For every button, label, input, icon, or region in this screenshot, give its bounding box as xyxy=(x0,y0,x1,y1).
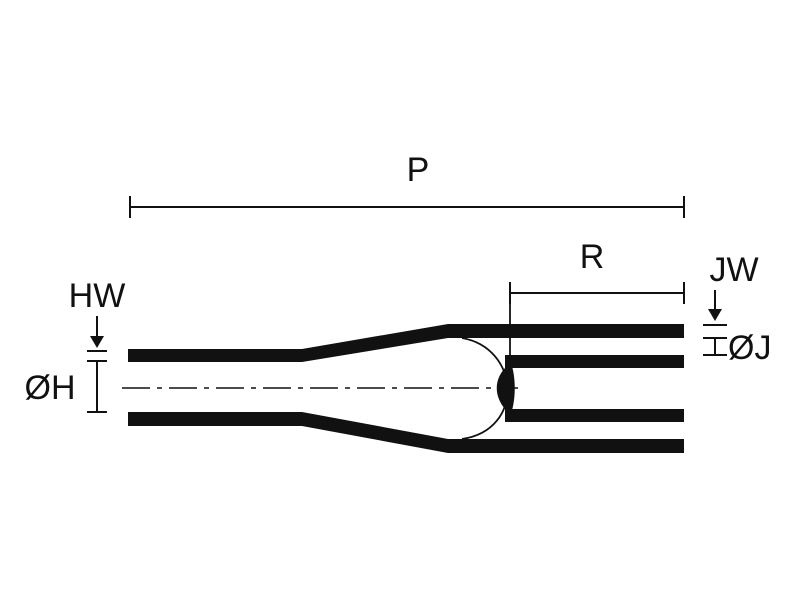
dimension-jw-label: JW xyxy=(709,251,758,289)
arrow-down-icon xyxy=(90,336,104,348)
dimension-hw-label: HW xyxy=(69,277,126,315)
dimension-r-label: R xyxy=(580,238,605,276)
dimension-p: P xyxy=(129,151,685,218)
boot-body xyxy=(128,304,684,453)
upper-leg-inner-wall xyxy=(505,355,684,368)
arrow-down-icon xyxy=(708,309,722,321)
dimension-jw: JW xyxy=(703,251,759,339)
dimension-p-label: P xyxy=(407,151,430,189)
dimension-oh-label: ØH xyxy=(25,369,76,407)
dimension-r: R xyxy=(509,238,685,304)
dimension-oj: ØJ xyxy=(703,329,771,367)
crotch-outline xyxy=(461,337,509,440)
dimension-oj-label: ØJ xyxy=(728,329,771,367)
lower-leg-inner-wall xyxy=(505,409,684,422)
lower-outer-wall xyxy=(128,412,684,453)
dimension-oh: ØH xyxy=(25,361,107,413)
dimension-hw: HW xyxy=(69,277,126,362)
upper-outer-wall xyxy=(128,324,684,362)
